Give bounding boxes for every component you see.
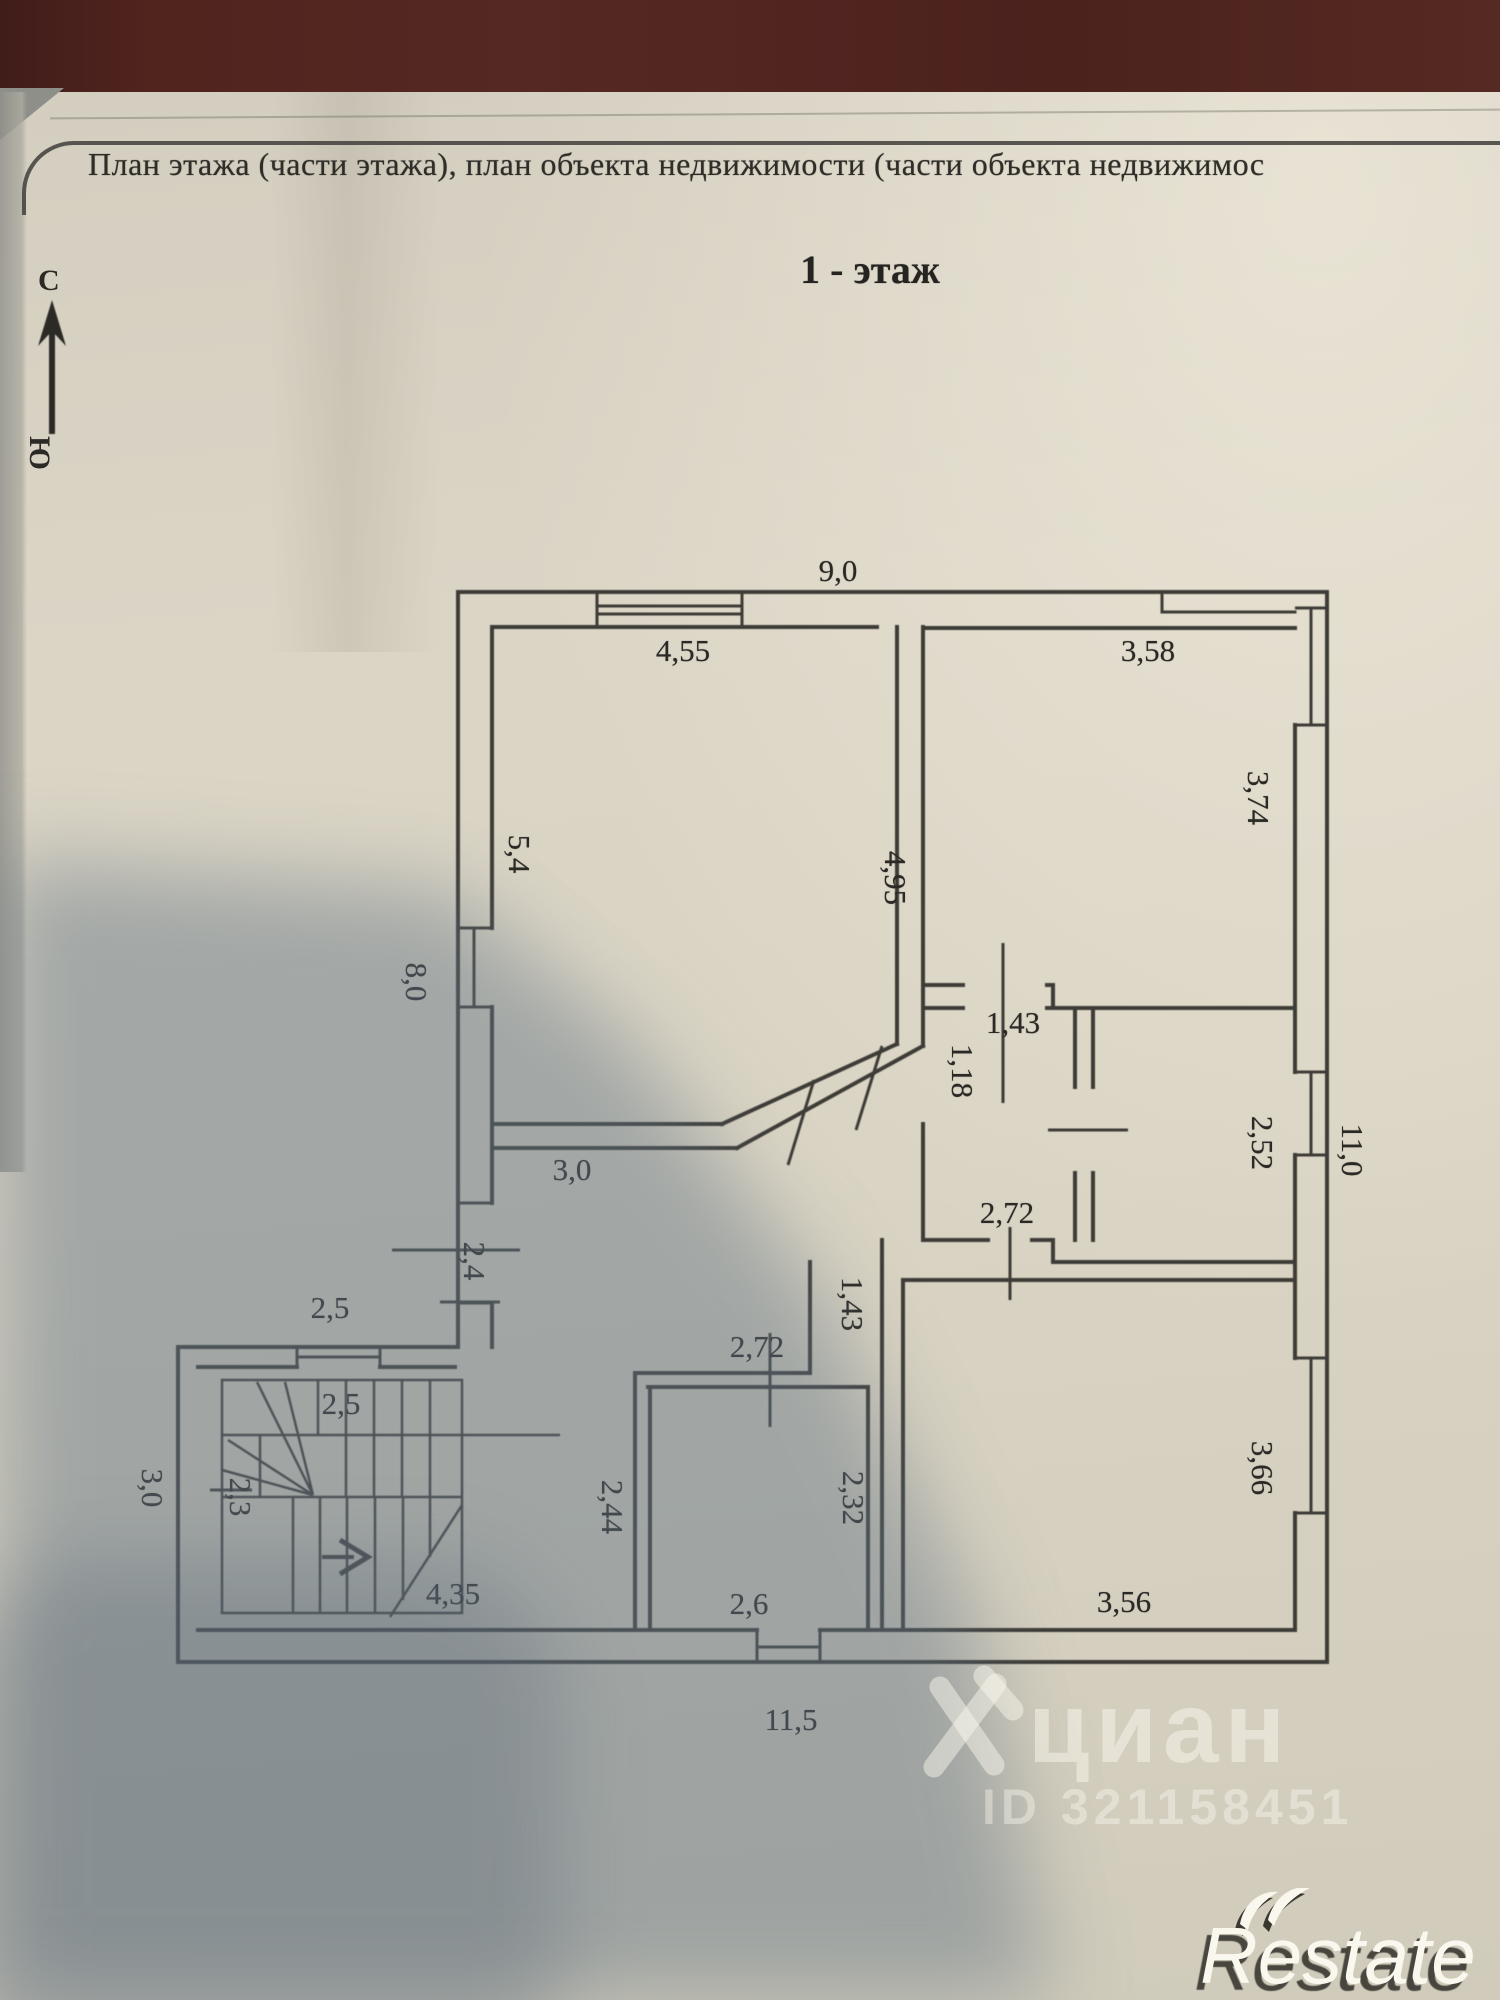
table-surface	[0, 0, 1500, 94]
header-border	[22, 141, 1500, 215]
watermark-id: ID 321158451	[982, 1779, 1354, 1835]
restate-swoosh-icon	[1235, 1888, 1310, 1936]
cian-logo-icon	[923, 1665, 1024, 1778]
paper-crease	[270, 92, 440, 652]
stair-direction-arrow	[338, 1537, 373, 1577]
restate-logo-text: Restate	[1200, 1911, 1476, 2000]
window-door-symbols	[210, 592, 1327, 1662]
watermark: циан ID 321158451	[900, 1650, 1420, 1850]
north-arrow-icon	[38, 300, 66, 434]
document-paper	[0, 92, 1500, 2000]
page-left-edge	[0, 92, 27, 1172]
walls	[176, 590, 1329, 1664]
header-title: План этажа (части этажа), план объекта н…	[88, 146, 1265, 182]
north-label: С	[38, 264, 60, 297]
floor-plan-title: 1 - этаж	[800, 247, 940, 292]
watermark-brand: циан	[1028, 1672, 1291, 1784]
staircase	[220, 1378, 560, 1618]
restate-logo: Restate	[1192, 1888, 1500, 2000]
